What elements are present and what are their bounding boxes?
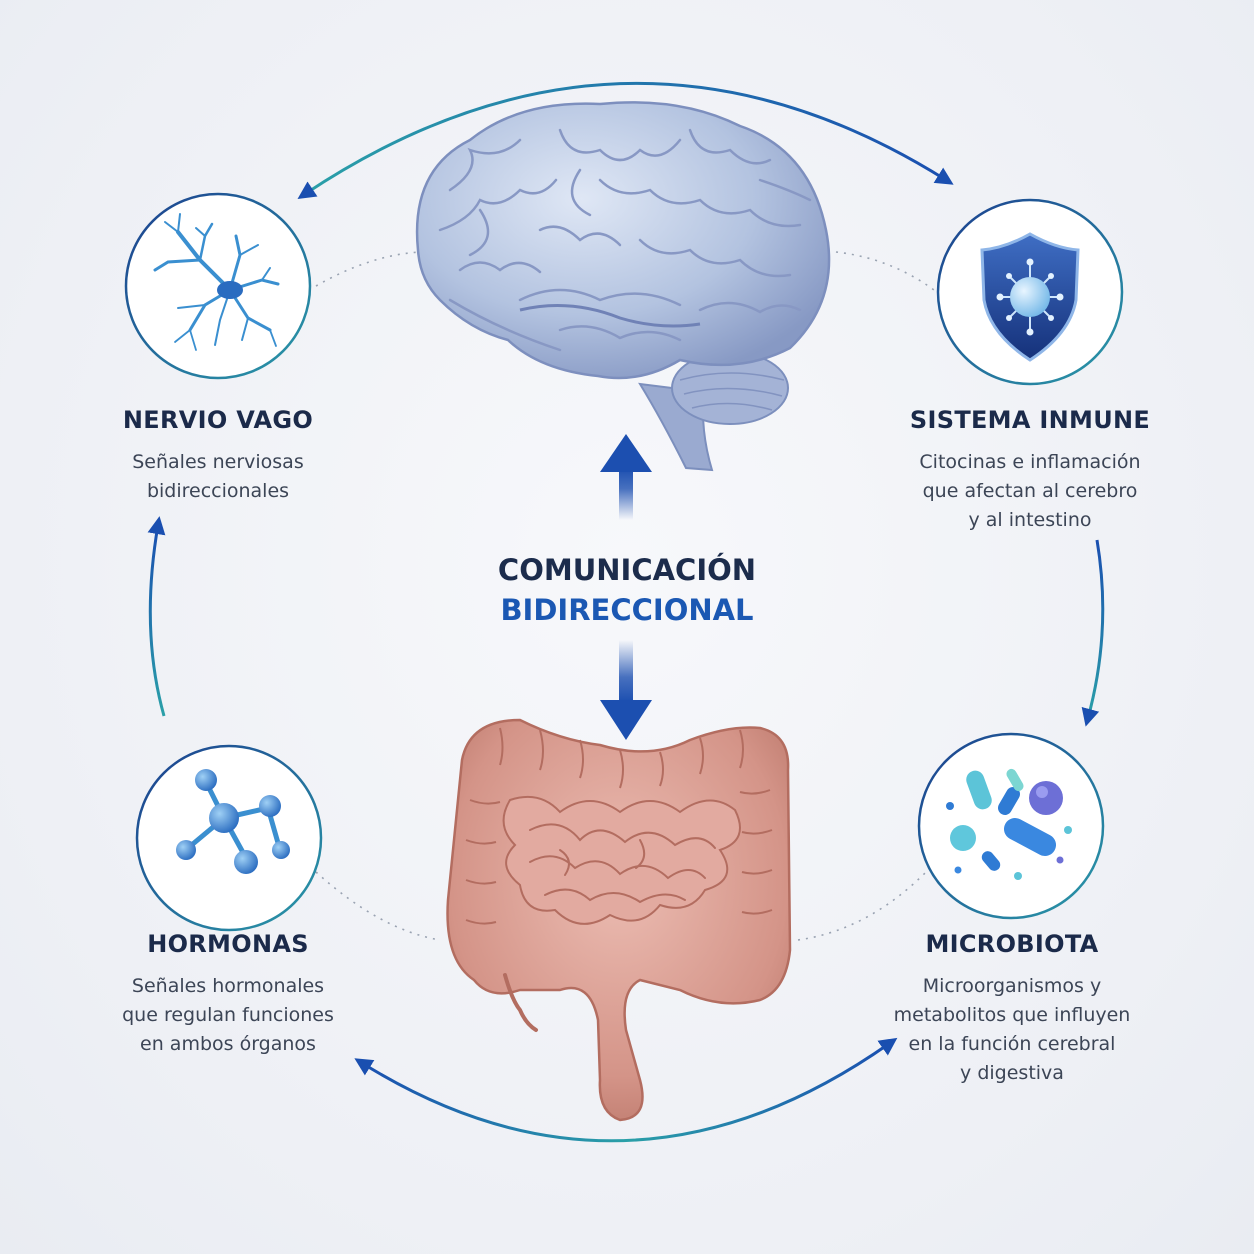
node-label-sistema-inmune: SISTEMA INMUNE Citocinas e inflamación q… xyxy=(880,406,1180,535)
bottom-arc-arrow xyxy=(354,1037,898,1143)
node-description-line: Citocinas e inflamación xyxy=(919,451,1141,473)
node-title: HORMONAS xyxy=(147,930,309,958)
center-title: COMUNICACIÓN BIDIRECCIONAL xyxy=(427,550,827,630)
node-description-line: Microorganismos y xyxy=(922,975,1102,997)
dotted-connectors xyxy=(315,251,935,941)
node-description-line: que regulan funciones xyxy=(122,1004,334,1026)
node-circle-nervio xyxy=(124,192,312,380)
node-description-line: Señales nerviosas xyxy=(132,451,304,473)
node-description-line: que afectan al cerebro xyxy=(922,480,1138,502)
connector-microbiota xyxy=(797,867,931,941)
bacteria-icon xyxy=(946,768,1072,880)
node-description-line: y al intestino xyxy=(968,509,1092,531)
node-description-line: en la función cerebral xyxy=(908,1033,1116,1055)
node-description-line: y digestiva xyxy=(960,1062,1064,1084)
node-description-line: Señales hormonales xyxy=(131,975,325,997)
node-title: MICROBIOTA xyxy=(925,930,1099,958)
center-title-line2: BIDIRECCIONAL xyxy=(500,593,754,627)
connector-inmune xyxy=(835,251,935,291)
molecule-icon xyxy=(176,769,290,874)
top-arc-arrow xyxy=(297,81,954,199)
neuron-icon xyxy=(153,213,280,351)
node-description: Señales hormonales que regulan funciones… xyxy=(88,972,368,1059)
right-arc-arrow xyxy=(1081,539,1105,727)
node-label-microbiota: MICROBIOTA Microorganismos y metabolitos… xyxy=(870,930,1154,1088)
down-arrow xyxy=(600,640,652,740)
connector-hormonas xyxy=(315,871,441,941)
node-label-hormonas: HORMONAS Señales hormonales que regulan … xyxy=(88,930,368,1059)
node-description: Señales nerviosas bidireccionales xyxy=(78,448,358,506)
cycle-arrows xyxy=(147,81,1105,1143)
node-title: SISTEMA INMUNE xyxy=(909,406,1151,434)
connector-nervio xyxy=(315,251,421,287)
node-description-line: en ambos órganos xyxy=(140,1033,316,1055)
up-arrow xyxy=(600,434,652,520)
shield-cell-icon xyxy=(980,232,1080,362)
node-description: Microorganismos y metabolitos que influy… xyxy=(870,972,1154,1088)
node-description: Citocinas e inflamación que afectan al c… xyxy=(880,448,1180,535)
node-circle-hormonas xyxy=(135,744,323,932)
node-description-line: bidireccionales xyxy=(146,480,290,502)
node-title: NERVIO VAGO xyxy=(122,406,314,434)
intestine-icon xyxy=(446,718,792,1122)
left-arc-arrow xyxy=(147,516,166,717)
node-label-nervio-vago: NERVIO VAGO Señales nerviosas bidireccio… xyxy=(78,406,358,506)
brain-icon xyxy=(415,101,831,472)
center-title-line1: COMUNICACIÓN xyxy=(497,553,757,587)
node-description-line: metabolitos que influyen xyxy=(893,1004,1131,1026)
